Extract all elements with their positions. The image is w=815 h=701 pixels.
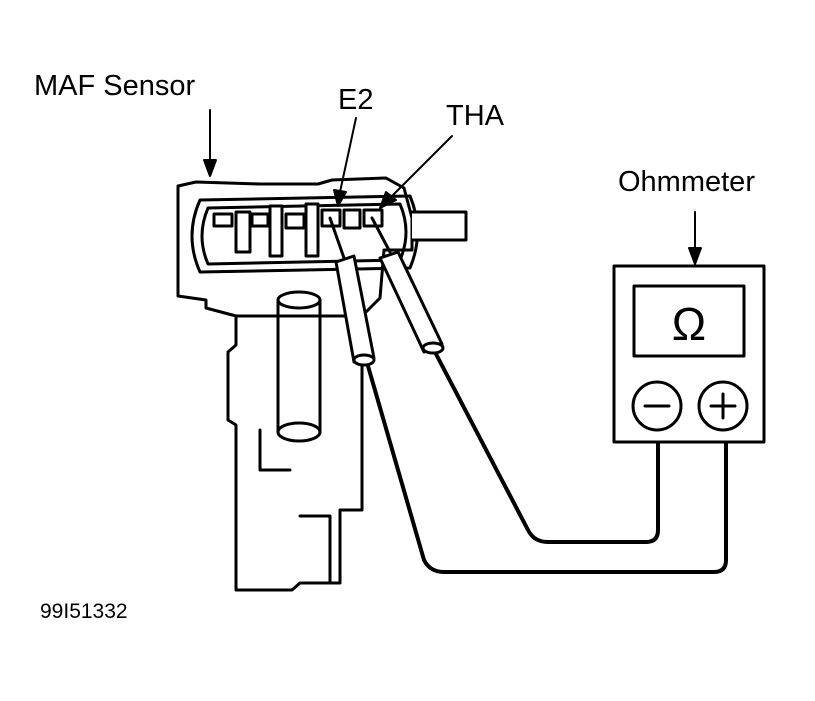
ohmmeter-display [632,284,746,358]
callout-arrows [203,109,702,265]
maf-sensor-body [176,176,468,592]
probe-tha [370,216,445,355]
lead-wire-e2-to-plus [366,364,728,574]
e2-label: E2 [338,84,374,116]
lead-wire-tha-to-minus [434,352,660,544]
maf-sensor-label: MAF Sensor [34,70,196,102]
figure-id-label: 99I51332 [40,600,128,623]
ohmmeter-label: Ohmmeter [618,166,755,198]
tha-label: THA [446,100,504,132]
ohmmeter [612,264,766,444]
ohm-symbol: Ω [672,298,706,350]
probe-e2 [328,216,376,367]
